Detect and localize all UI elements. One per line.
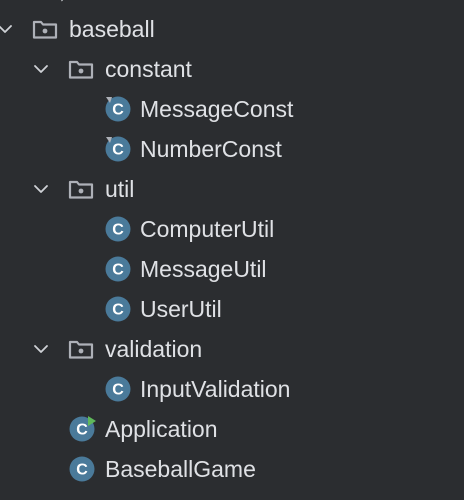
tree-node-label: BaseballGame xyxy=(105,456,256,482)
tree-node-label: constant xyxy=(105,56,192,82)
tree-node-label: MessageConst xyxy=(140,96,294,122)
class-icon: C xyxy=(69,456,95,482)
tree-node-label: MessageUtil xyxy=(140,256,267,282)
package-folder-icon xyxy=(32,20,58,39)
tree-node-baseball[interactable]: baseball xyxy=(0,9,464,49)
tree-node-label: util xyxy=(105,176,135,202)
tree-node-label: baseball xyxy=(69,16,155,42)
class-icon: C xyxy=(105,296,131,322)
package-folder-icon xyxy=(68,340,94,359)
svg-text:C: C xyxy=(112,102,124,119)
package-folder-icon xyxy=(68,180,94,199)
class-icon-with-lock-badge: C xyxy=(105,96,131,122)
tree-node-application[interactable]: C Application xyxy=(0,409,464,449)
tree-node-constant[interactable]: constant xyxy=(0,49,464,89)
tree-node-label: UserUtil xyxy=(140,296,222,322)
tree-node-util[interactable]: util xyxy=(0,169,464,209)
svg-text:C: C xyxy=(112,302,124,319)
tree-node-inputvalidation[interactable]: C InputValidation xyxy=(0,369,464,409)
svg-text:C: C xyxy=(112,222,124,239)
chevron-down-icon[interactable] xyxy=(32,180,50,198)
tree-node-computerutil[interactable]: C ComputerUtil xyxy=(0,209,464,249)
tree-node-label: ComputerUtil xyxy=(140,216,275,242)
svg-text:C: C xyxy=(112,382,124,399)
tree-node-messageutil[interactable]: C MessageUtil xyxy=(0,249,464,289)
tree-node-userutil[interactable]: C UserUtil xyxy=(0,289,464,329)
class-icon: C xyxy=(105,256,131,282)
tree-node-numberconst[interactable]: C NumberConst xyxy=(0,129,464,169)
tree-node-validation[interactable]: validation xyxy=(0,329,464,369)
tree-node-label: validation xyxy=(105,336,203,362)
svg-text:C: C xyxy=(76,462,88,479)
tree-node-label: NumberConst xyxy=(140,136,282,162)
tree-node-label: InputValidation xyxy=(140,376,291,402)
svg-text:C: C xyxy=(112,142,124,159)
svg-text:C: C xyxy=(76,422,88,439)
chevron-down-icon[interactable] xyxy=(0,20,14,38)
chevron-down-icon[interactable] xyxy=(32,340,50,358)
class-icon-with-lock-badge: C xyxy=(105,136,131,162)
tree-node-messageconst[interactable]: C MessageConst xyxy=(0,89,464,129)
tree-node-label: Application xyxy=(105,416,218,442)
chevron-down-icon[interactable] xyxy=(32,60,50,78)
class-icon: C xyxy=(105,376,131,402)
package-folder-icon xyxy=(68,60,94,79)
tree-node-baseballgame[interactable]: C BaseballGame xyxy=(0,449,464,489)
runnable-class-icon: C xyxy=(69,416,96,442)
svg-text:C: C xyxy=(112,262,124,279)
partial-item-above xyxy=(61,0,64,2)
class-icon: C xyxy=(105,216,131,242)
